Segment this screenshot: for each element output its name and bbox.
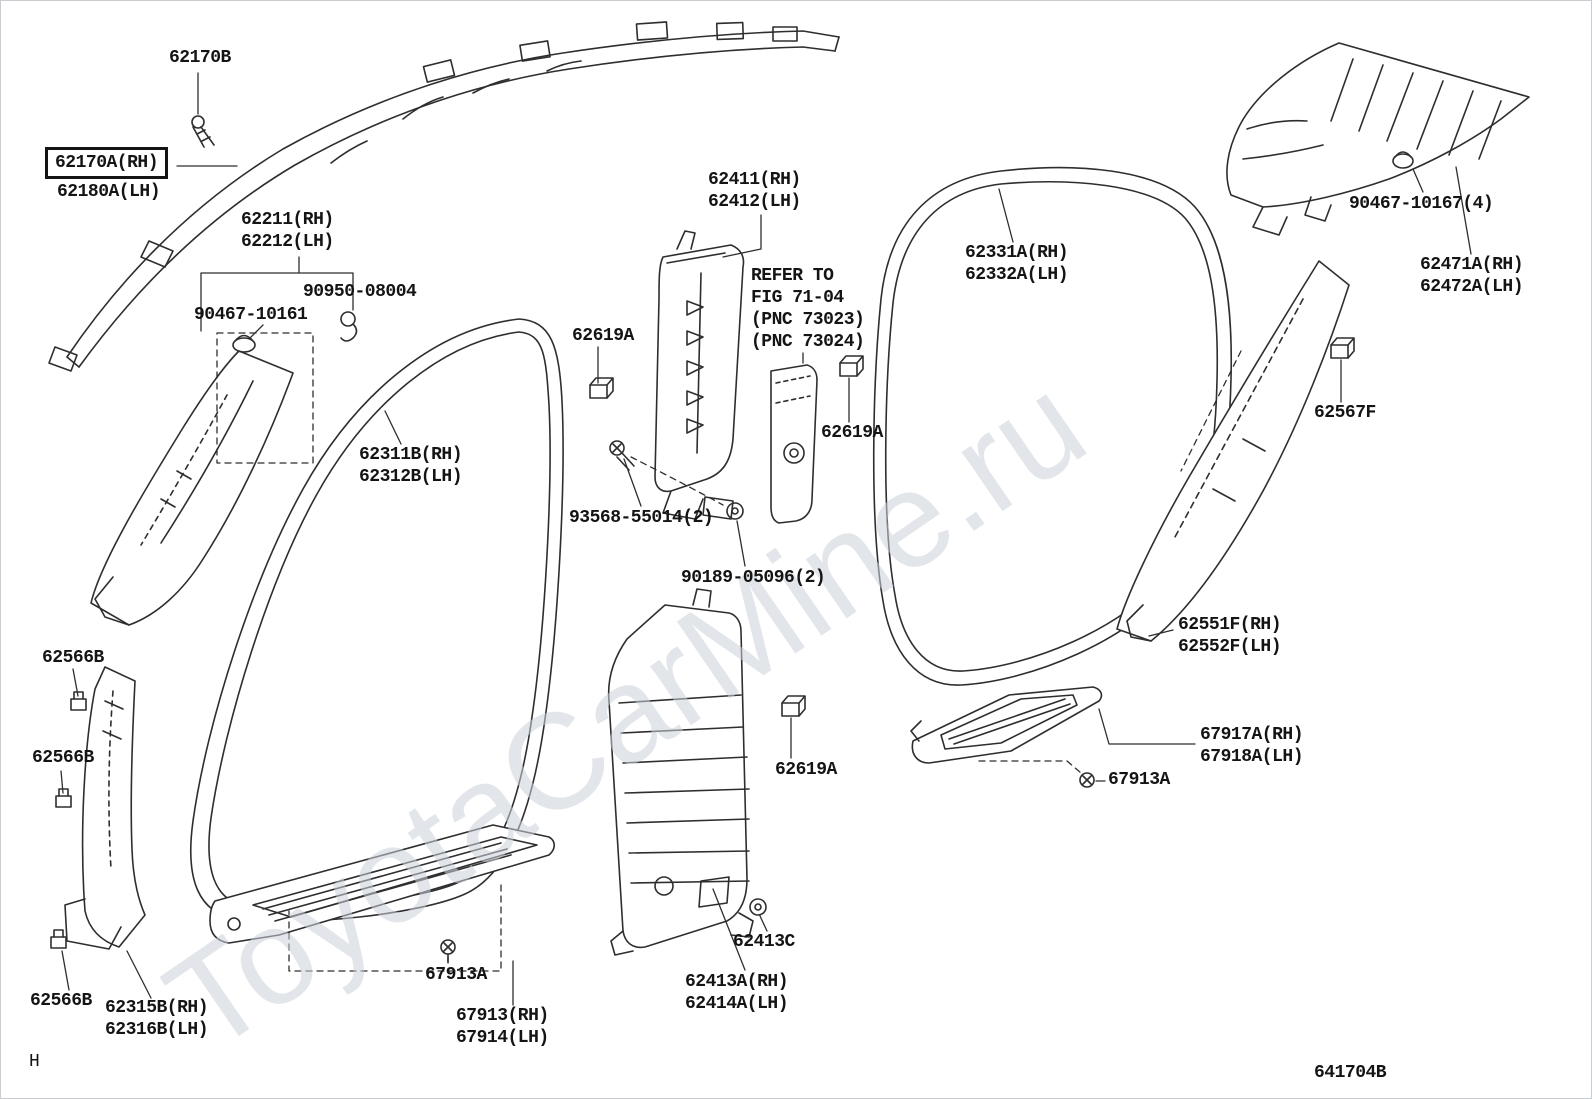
a-pillar-garnish-62211-drawing <box>90 350 294 626</box>
screw-67913a-right-icon <box>1079 772 1095 788</box>
refer-note-line-4: (PNC 73024) <box>751 332 865 352</box>
refer-note-line-1: REFER TO <box>751 266 834 286</box>
callout-62212-lh: 62212(LH) <box>241 232 334 252</box>
callout-62315b-rh: 62315B(RH) <box>105 998 209 1018</box>
callout-67914-lh: 67914(LH) <box>456 1028 549 1048</box>
screw-93568-icon <box>609 440 635 471</box>
clip-90950-08004-icon <box>340 311 358 342</box>
b-pillar-belt-cover-drawing <box>770 364 818 524</box>
callout-62180a-lh: 62180A(LH) <box>57 182 161 202</box>
callout-62316b-lh: 62316B(LH) <box>105 1020 209 1040</box>
clip-62619a-icon-2 <box>839 355 864 377</box>
callout-90950-08004: 90950-08004 <box>303 282 417 302</box>
b-pillar-upper-garnish-62411-drawing <box>654 230 745 520</box>
clip-62619a-icon-1 <box>589 377 614 399</box>
callout-67913a-left: 67913A <box>425 965 487 985</box>
callout-62566b-2: 62566B <box>32 748 94 768</box>
grommet-90189-icon <box>726 502 744 520</box>
callout-62619a-3: 62619A <box>775 760 837 780</box>
grommet-90467-10161-icon <box>232 334 256 353</box>
screw-62170b-icon <box>191 115 215 148</box>
callout-62472a-lh: 62472A(LH) <box>1420 277 1524 297</box>
clip-62567f-icon <box>1330 337 1355 359</box>
rear-quarter-trim-62471-drawing <box>1226 42 1530 236</box>
callout-62566b-1: 62566B <box>42 648 104 668</box>
grommet-62413c-icon <box>749 898 767 916</box>
callout-90189-05096: 90189-05096(2) <box>681 568 826 588</box>
dashed-guides <box>216 332 1242 972</box>
callout-62551f-rh: 62551F(RH) <box>1178 615 1282 635</box>
callout-62414a-lh: 62414A(LH) <box>685 994 789 1014</box>
callout-62331a-rh: 62331A(RH) <box>965 243 1069 263</box>
callout-62413c: 62413C <box>733 932 795 952</box>
callout-62312b-lh: 62312B(LH) <box>359 467 463 487</box>
callout-62413a-rh: 62413A(RH) <box>685 972 789 992</box>
clip-62566b-icon-2 <box>55 788 72 808</box>
refer-note-line-3: (PNC 73023) <box>751 310 865 330</box>
callout-62311b-rh: 62311B(RH) <box>359 445 463 465</box>
callout-90467-10161: 90467-10161 <box>194 305 308 325</box>
rear-pillar-lower-garnish-62551-drawing <box>1116 260 1350 642</box>
cowl-side-trim-62315-drawing <box>64 666 146 950</box>
callout-62619a-2: 62619A <box>821 423 883 443</box>
callout-62567f: 62567F <box>1314 403 1376 423</box>
corner-letter: H <box>29 1052 40 1072</box>
callout-67918a-lh: 67918A(LH) <box>1200 747 1304 767</box>
callout-62619a-1: 62619A <box>572 326 634 346</box>
callout-67917a-rh: 67917A(RH) <box>1200 725 1304 745</box>
callout-90467-10167: 90467-10167(4) <box>1349 194 1494 214</box>
callout-62211-rh: 62211(RH) <box>241 210 334 230</box>
callout-62170b: 62170B <box>169 48 231 68</box>
clip-90467-10167-icon <box>1392 151 1414 169</box>
leader-lines <box>60 72 1472 1006</box>
callout-67913-rh: 67913(RH) <box>456 1006 549 1026</box>
callout-62552f-lh: 62552F(LH) <box>1178 637 1282 657</box>
callout-93568-55014: 93568-55014(2) <box>569 508 714 528</box>
callout-62566b-3: 62566B <box>30 991 92 1011</box>
callout-62471a-rh: 62471A(RH) <box>1420 255 1524 275</box>
callout-62332a-lh: 62332A(LH) <box>965 265 1069 285</box>
callout-67913a-right: 67913A <box>1108 770 1170 790</box>
refer-note-line-2: FIG 71-04 <box>751 288 844 308</box>
rear-door-weatherstrip-62331-drawing <box>872 166 1233 686</box>
sheet-code: 641704B <box>1314 1063 1387 1083</box>
clip-62566b-icon-1 <box>70 691 87 711</box>
rear-scuff-plate-67917-drawing <box>910 686 1103 764</box>
roof-side-rail-62170-drawing <box>48 21 840 372</box>
b-pillar-lower-garnish-62413-drawing <box>607 588 754 956</box>
clip-62566b-icon-3 <box>50 929 67 949</box>
front-scuff-plate-67913-drawing <box>209 824 556 944</box>
callout-62411-rh: 62411(RH) <box>708 170 801 190</box>
callout-62170a-rh-boxed: 62170A(RH) <box>45 147 169 179</box>
clip-62619a-icon-3 <box>781 695 806 717</box>
callout-62412-lh: 62412(LH) <box>708 192 801 212</box>
